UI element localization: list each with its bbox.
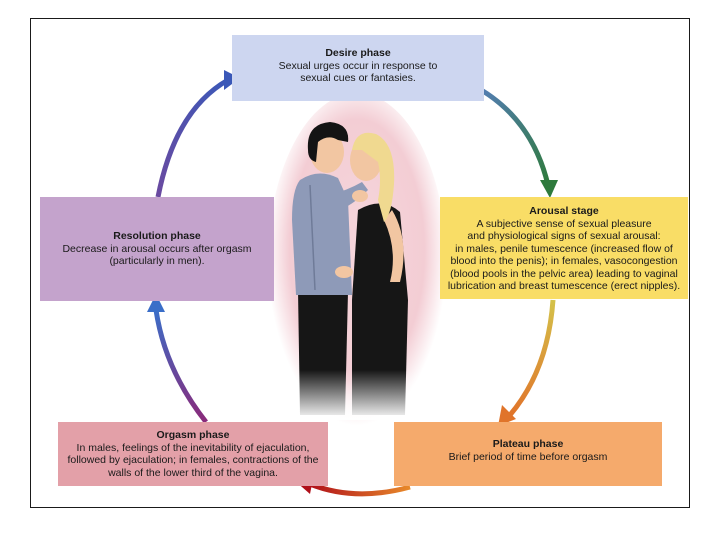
arousal-stage-box: Arousal stage A subjective sense of sexu… xyxy=(440,197,688,299)
desire-phase-description: Sexual urges occur in response to sexual… xyxy=(236,60,480,85)
arrowhead-desire-to-arousal xyxy=(540,180,558,198)
arrow-orgasm-to-resolution xyxy=(156,310,206,422)
orgasm-phase-box: Orgasm phase In males, feelings of the i… xyxy=(58,422,328,486)
figure-fade xyxy=(280,370,440,420)
plateau-phase-box: Plateau phase Brief period of time befor… xyxy=(394,422,662,486)
plateau-phase-description: Brief period of time before orgasm xyxy=(398,451,658,464)
orgasm-phase-description: In males, feelings of the inevitability … xyxy=(62,442,324,480)
resolution-phase-description: Decrease in arousal occurs after orgasm … xyxy=(44,243,270,268)
resolution-phase-title: Resolution phase xyxy=(44,230,270,243)
orgasm-phase-title: Orgasm phase xyxy=(62,429,324,442)
arousal-stage-title: Arousal stage xyxy=(444,205,684,218)
arousal-stage-description: A subjective sense of sexual pleasure an… xyxy=(444,218,684,293)
arrow-resolution-to-desire xyxy=(158,80,228,197)
resolution-phase-box: Resolution phase Decrease in arousal occ… xyxy=(40,197,274,301)
arrow-arousal-to-plateau xyxy=(510,300,553,415)
plateau-phase-title: Plateau phase xyxy=(398,438,658,451)
desire-phase-box: Desire phase Sexual urges occur in respo… xyxy=(232,35,484,101)
desire-phase-title: Desire phase xyxy=(236,47,480,60)
